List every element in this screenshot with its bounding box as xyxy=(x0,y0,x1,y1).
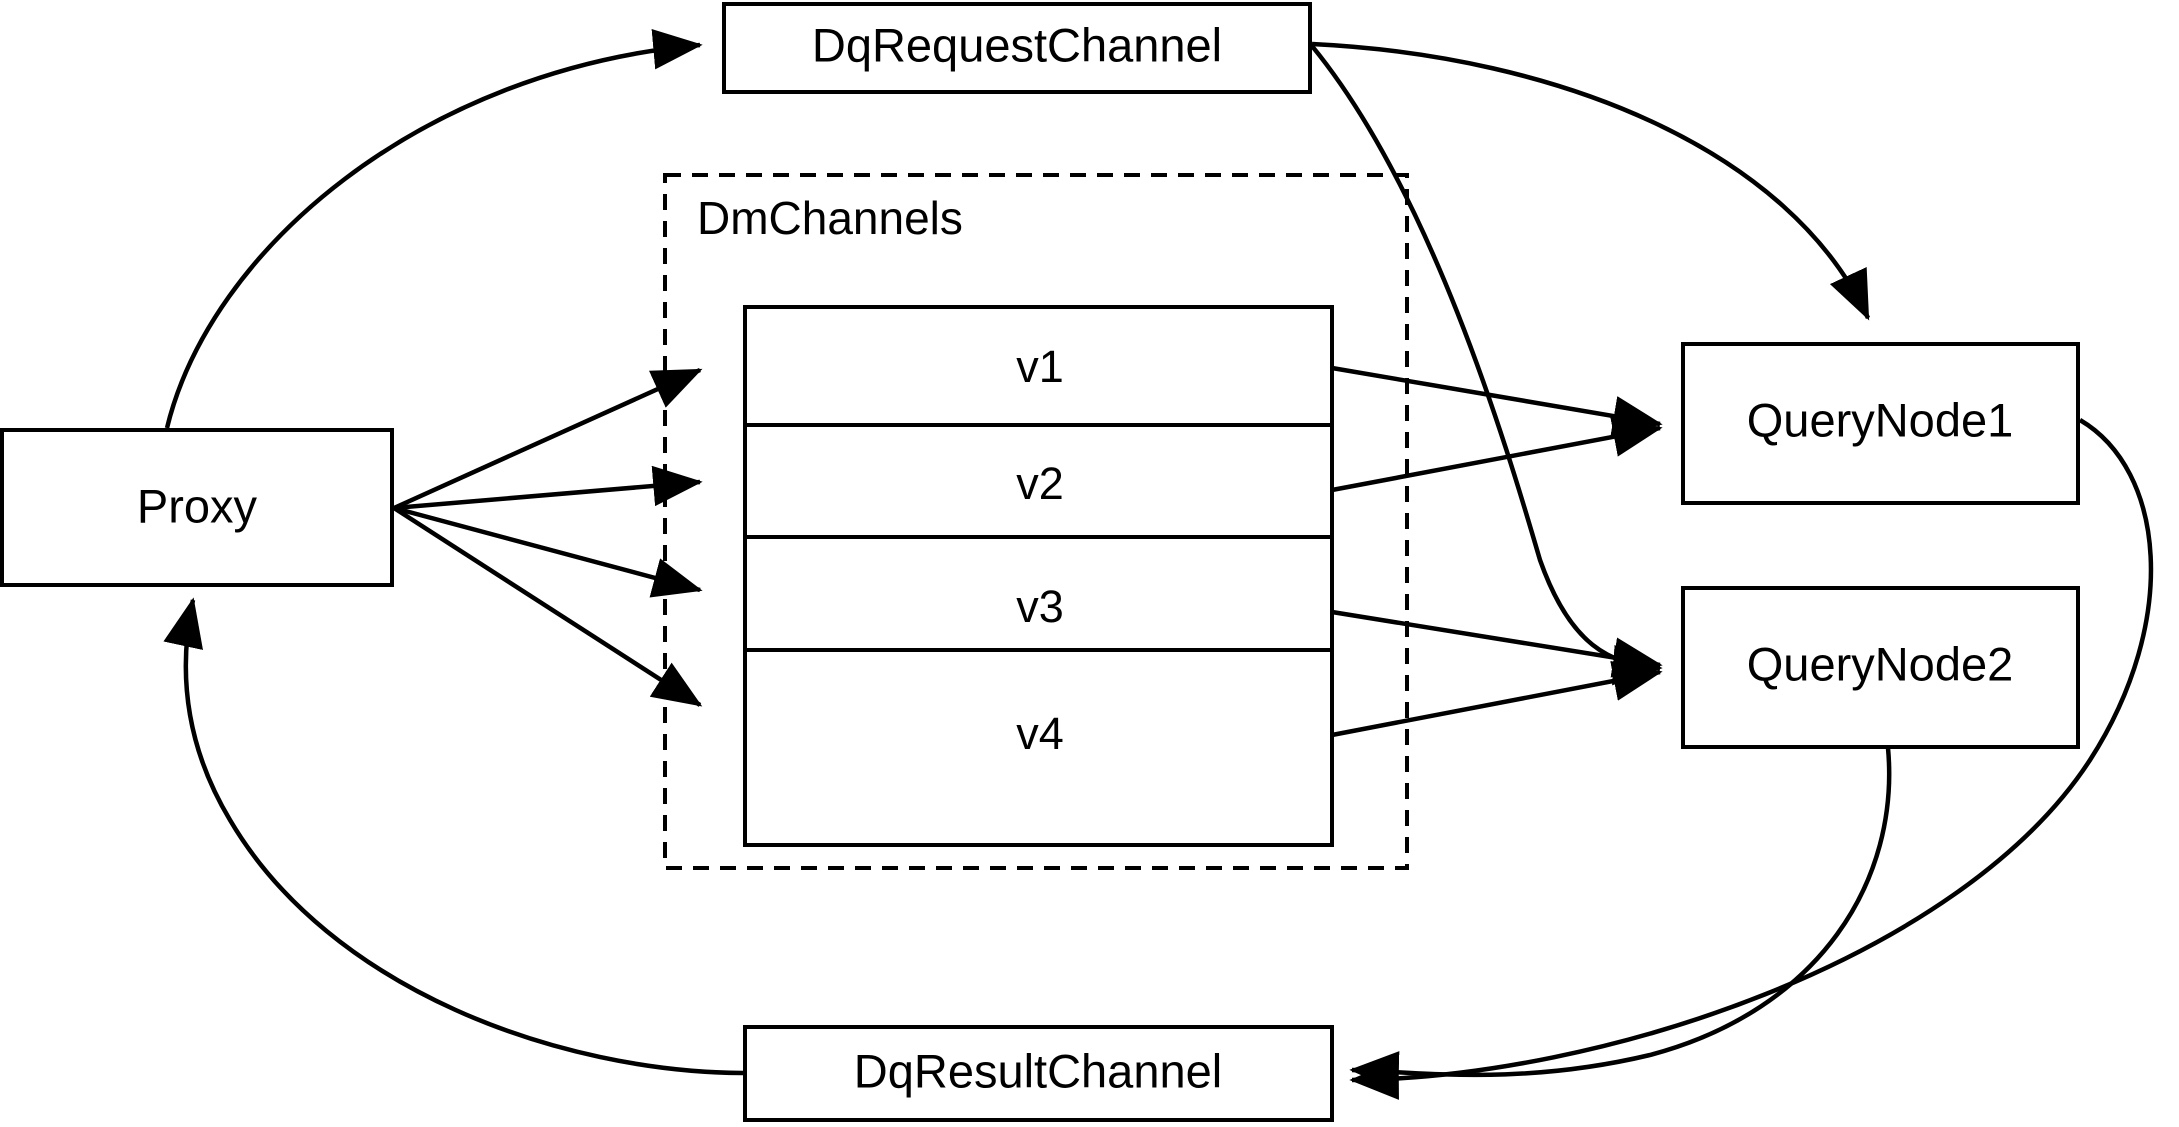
edge-proxy-to-dqrequestchannel xyxy=(164,29,703,429)
node-query-node-1[interactable]: QueryNode1 xyxy=(1681,342,2080,505)
query-node-2-box[interactable] xyxy=(1681,586,2080,749)
dq-request-channel-label: DqRequestChannel xyxy=(812,18,1222,71)
query-node-2-label: QueryNode2 xyxy=(1747,637,2014,690)
edge-dqrequestchannel-to-querynode1 xyxy=(1311,41,1871,321)
dm-channels-border xyxy=(663,173,1409,870)
edge-dqresultchannel-to-proxy xyxy=(163,597,744,1076)
node-query-node-2[interactable]: QueryNode2 xyxy=(1681,586,2080,749)
channel-row-v1[interactable]: v1 xyxy=(1016,341,1064,392)
dm-channels-label: DmChannels xyxy=(697,192,963,244)
channel-row-v4[interactable]: v4 xyxy=(1016,708,1064,759)
dq-request-channel-box[interactable] xyxy=(722,2,1312,94)
edge-v1-to-querynode1 xyxy=(1331,365,1663,437)
dq-result-channel-label: DqResultChannel xyxy=(854,1044,1222,1097)
edge-querynode1-to-dqresultchannel xyxy=(1349,418,2154,1100)
proxy-box[interactable] xyxy=(0,428,394,587)
dq-result-channel-box[interactable] xyxy=(743,1025,1334,1122)
node-dq-result-channel[interactable]: DqResultChannel xyxy=(743,1025,1334,1122)
edge-v2-to-querynode1 xyxy=(1331,416,1663,493)
query-node-1-box[interactable] xyxy=(1681,342,2080,505)
node-proxy[interactable]: Proxy xyxy=(0,428,394,587)
query-node-1-label: QueryNode1 xyxy=(1747,393,2014,446)
edge-proxy-to-v3 xyxy=(393,505,703,598)
edge-v3-to-querynode2 xyxy=(1331,609,1663,678)
channel-row-v2[interactable]: v2 xyxy=(1016,458,1064,509)
channel-table-box xyxy=(743,305,1334,847)
node-dq-request-channel[interactable]: DqRequestChannel xyxy=(722,2,1312,94)
edge-proxy-to-v1 xyxy=(393,367,703,511)
edge-proxy-to-v4 xyxy=(392,506,703,707)
group-dm-channels: DmChannels xyxy=(663,173,1409,870)
channel-table: v1 v2 v3 v4 xyxy=(743,305,1334,847)
edge-v4-to-querynode2 xyxy=(1331,660,1663,738)
edge-querynode2-to-dqresultchannel xyxy=(1349,747,1892,1092)
channel-row-v3[interactable]: v3 xyxy=(1016,581,1064,632)
proxy-label: Proxy xyxy=(137,479,258,532)
edge-dqrequestchannel-to-querynode2 xyxy=(1310,44,1663,686)
edge-proxy-to-v2 xyxy=(393,465,703,511)
